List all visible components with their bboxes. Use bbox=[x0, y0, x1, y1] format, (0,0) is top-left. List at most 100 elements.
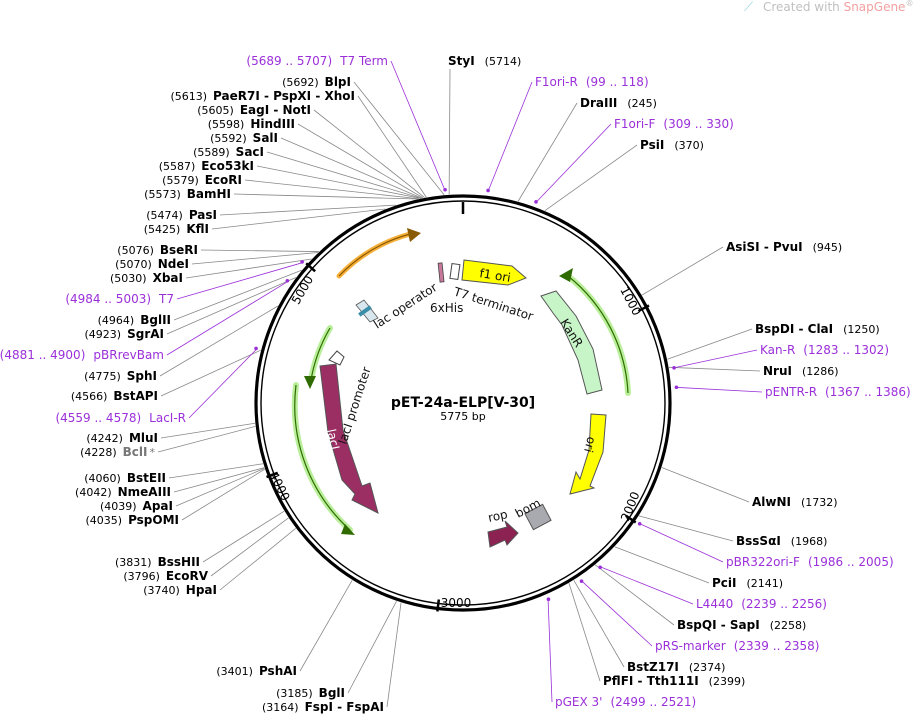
connector-line bbox=[547, 598, 553, 703]
connector-line bbox=[661, 467, 750, 503]
enzyme-pcii-label: PciI(2141) bbox=[712, 576, 783, 590]
ori-feature bbox=[569, 413, 607, 495]
connector-line bbox=[675, 386, 763, 393]
enzyme-eagi-noti-label: (5605)EagI - NotI bbox=[197, 103, 311, 117]
enzyme-bstz17i-label: BstZ17I(2374) bbox=[627, 660, 725, 674]
ruler-tick bbox=[637, 304, 650, 313]
enzyme-pasi-label: (5474)PasI bbox=[146, 208, 217, 222]
ruler-label: 1000 bbox=[617, 284, 644, 318]
ruler-tick bbox=[305, 262, 316, 273]
primer-pbrrevbam-label: (4881 .. 4900)pBRrevBam bbox=[0, 348, 164, 362]
primer-mark bbox=[254, 346, 258, 351]
connector-line bbox=[390, 60, 446, 191]
primer-f1ori-f-label: F1ori-F(309 .. 330) bbox=[614, 117, 734, 131]
primer-prs-marker-label: pRS-marker(2339 .. 2358) bbox=[655, 639, 819, 653]
connector-line bbox=[256, 165, 421, 199]
enzyme-pshai-label: (3401)PshAI bbox=[216, 664, 297, 678]
feature-label-6xhis: 6xHis bbox=[430, 301, 463, 315]
connector-line bbox=[673, 349, 758, 369]
primer-mark bbox=[672, 366, 676, 370]
connector-line bbox=[173, 467, 265, 493]
enzyme-styi-label: StyI(5714) bbox=[448, 54, 521, 68]
connector-line bbox=[211, 208, 386, 230]
laci-outer-arrow-head-2 bbox=[341, 524, 355, 535]
connector-line bbox=[244, 179, 419, 200]
connector-line bbox=[219, 204, 396, 216]
enzyme-nmeaiii-label: (4042)NmeAIII bbox=[75, 485, 171, 499]
ruler-label: 4000 bbox=[267, 469, 293, 503]
enzyme-saci-label: (5589)SacI bbox=[193, 145, 264, 159]
enzyme-xbai-label: (5030)XbaI bbox=[110, 271, 183, 285]
primer-pentr-r-label: pENTR-R(1367 .. 1386) bbox=[765, 385, 911, 399]
enzyme-fspi-fspai-label: (3164)FspI - FspAI bbox=[262, 700, 384, 714]
backbone bbox=[254, 194, 672, 612]
lac-operator-mark bbox=[358, 305, 372, 317]
connector-line bbox=[568, 583, 601, 682]
primer-laci-r-label: (4559 .. 4578)LacI-R bbox=[55, 411, 186, 425]
watermark: ⟋ Created with SnapGene® bbox=[744, 0, 913, 15]
primer-pbr322ori-f-label: pBR322ori-F(1986 .. 2005) bbox=[726, 555, 894, 569]
laci-feature bbox=[319, 363, 379, 514]
enzyme-hindiii-label: (5598)HindIII bbox=[208, 117, 295, 131]
plasmid-length: 5775 bp bbox=[440, 410, 485, 423]
enzyme-ecori-label: (5579)EcoRI bbox=[162, 173, 242, 187]
connector-line bbox=[297, 123, 424, 199]
connector-line bbox=[175, 467, 265, 507]
enzyme-bstapi-label: (4566)BstAPI bbox=[71, 389, 158, 403]
enzyme-psii-label: PsiI(370) bbox=[640, 138, 704, 152]
primer-mark bbox=[579, 579, 584, 583]
primer-mark bbox=[534, 200, 538, 204]
enzyme-kfli-label: (5425)KflI bbox=[144, 222, 209, 236]
connector-line bbox=[176, 262, 303, 300]
primer-mark bbox=[300, 260, 304, 264]
enzyme-pspomi-label: (4035)PspOMI bbox=[85, 513, 179, 527]
enzyme-eco53ki-label: (5587)Eco53kI bbox=[159, 159, 254, 173]
feature-label-ori: ori bbox=[581, 435, 599, 454]
connector-line bbox=[157, 426, 256, 453]
connector-line bbox=[188, 348, 258, 419]
enzyme-paer7i-pspxi-xhoi-label: (5613)PaeR7I - PspXI - XhoI bbox=[170, 89, 355, 103]
enzyme-bseri-label: (5076)BseRI bbox=[117, 243, 198, 257]
enzyme-draiii-label: DraIII(245) bbox=[580, 96, 657, 110]
enzyme-sphi-label: (4775)SphI bbox=[84, 369, 157, 383]
connector-line bbox=[599, 566, 694, 605]
enzyme-blpi-label: (5692)BlpI bbox=[282, 75, 351, 89]
enzyme-alwni-label: AlwNI(1732) bbox=[752, 495, 838, 509]
connector-line bbox=[638, 522, 724, 563]
enzyme-bamhi-label: (5573)BamHI bbox=[144, 187, 231, 201]
connector-line bbox=[594, 564, 675, 626]
connector-line bbox=[173, 269, 302, 321]
enzyme-sgrai-label: (4923)SgrAI bbox=[85, 327, 164, 341]
connector-line bbox=[580, 580, 653, 647]
primer-l4440-label: L4440(2239 .. 2256) bbox=[696, 597, 827, 611]
enzyme-pflfi-tth111i-label: PflFI - Tth111I(2399) bbox=[603, 674, 745, 688]
enzyme-nrui-label: NruI(1286) bbox=[763, 364, 839, 378]
connector-line bbox=[233, 193, 418, 200]
connector-line bbox=[181, 468, 265, 521]
connector-line bbox=[517, 102, 578, 202]
connector-line bbox=[200, 249, 319, 252]
connector-line bbox=[357, 95, 427, 198]
connector-line bbox=[219, 528, 297, 591]
enzyme-bsss-i-label: BssSαI(1968) bbox=[736, 534, 827, 548]
connector-line bbox=[448, 68, 451, 195]
feature-label-rop: rop bbox=[487, 507, 509, 525]
enzyme-bsteii-label: (4060)BstEII bbox=[84, 471, 166, 485]
ruler-label: 5000 bbox=[289, 273, 316, 306]
feature-label-f1-ori: f1 ori bbox=[479, 266, 512, 285]
ruler-tick bbox=[436, 599, 441, 612]
connector-line bbox=[347, 600, 397, 694]
feature-label-laci: lacI bbox=[324, 428, 342, 451]
ruler-tick bbox=[266, 471, 279, 479]
connector-line bbox=[353, 81, 445, 196]
enzyme-bglii-label: (4964)BglII bbox=[98, 313, 171, 327]
enzyme-mlui-label: (4242)MluI bbox=[86, 431, 158, 445]
connector-line bbox=[266, 151, 422, 199]
connector-line bbox=[535, 123, 612, 204]
primer-mark bbox=[674, 385, 679, 390]
primer-mark bbox=[598, 565, 602, 570]
plasmid-name: pET-24a-ELP[V-30] bbox=[391, 395, 535, 411]
connector-line bbox=[185, 258, 312, 279]
primer-t7-term-label: (5689 .. 5707)T7 Term bbox=[246, 54, 388, 68]
